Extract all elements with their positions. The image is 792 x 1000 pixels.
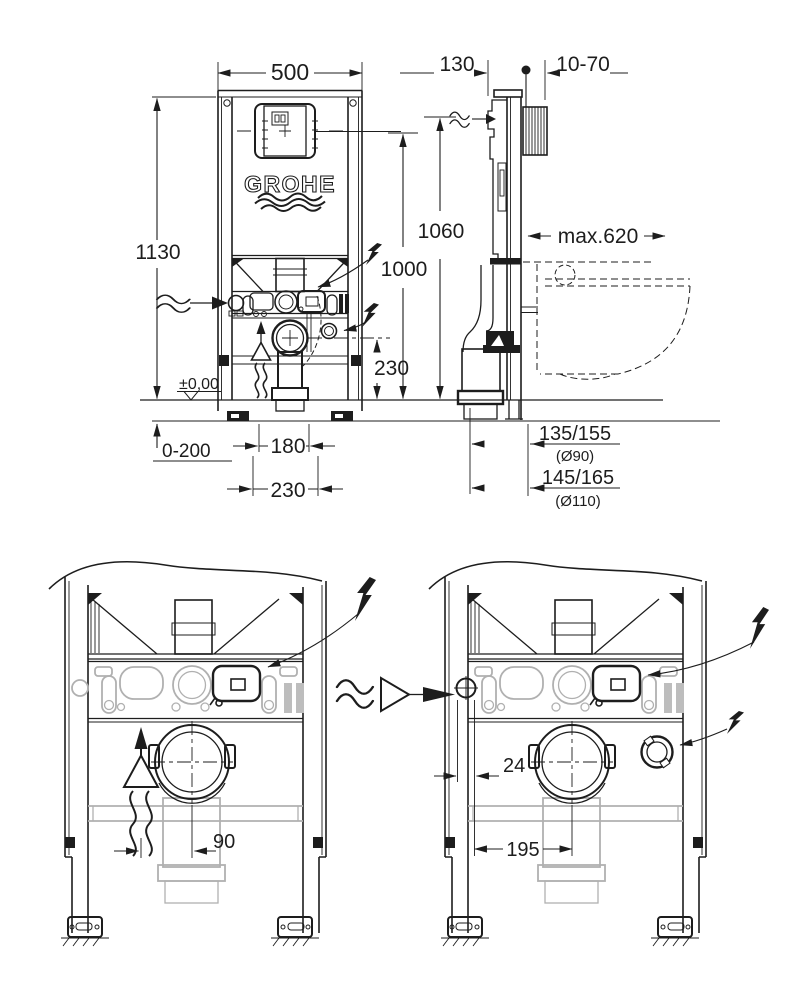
svg-text:130: 130: [439, 53, 474, 76]
frame-lower-view: [47, 560, 328, 948]
grohe-logo: GROHE: [244, 170, 336, 212]
dim-width-500: 500: [217, 59, 363, 93]
dim-height-1000: 1000: [381, 132, 428, 400]
svg-text:230: 230: [270, 479, 305, 502]
lightning-icon: [317, 243, 382, 288]
fixing-point-icon: [521, 65, 531, 75]
logo-wave-icon: [254, 198, 326, 207]
detail-view-left: 90: [47, 560, 376, 948]
vent-icon: [250, 321, 272, 399]
svg-text:(Ø90): (Ø90): [556, 448, 594, 465]
svg-text:145/165: 145/165: [542, 467, 614, 489]
svg-text:max.620: max.620: [558, 225, 639, 248]
svg-text:90: 90: [213, 831, 235, 853]
svg-text:24: 24: [503, 755, 525, 777]
dim-floor-buildup: 0-200: [153, 423, 232, 462]
dim-drain-height-230: 230: [373, 339, 409, 400]
connection-panel: [227, 290, 349, 352]
svg-text:10-70: 10-70: [556, 53, 610, 76]
detail-view-right: 24 195: [335, 560, 769, 948]
dim-195: 195: [473, 782, 573, 861]
side-view: [449, 65, 691, 420]
dim-height-1060: 1060: [418, 116, 465, 400]
svg-text:500: 500: [271, 59, 309, 85]
electrical-connector: [320, 322, 338, 340]
svg-text:135/155: 135/155: [539, 423, 611, 445]
svg-text:(Ø110): (Ø110): [555, 493, 601, 510]
svg-text:1000: 1000: [381, 258, 428, 281]
water-inlet-port: [454, 676, 478, 700]
svg-text:0-200: 0-200: [162, 441, 211, 462]
logo-wave-icon: [257, 192, 323, 202]
lightning-icon: [343, 303, 379, 332]
svg-text:180: 180: [270, 435, 305, 458]
bottom-section: 90: [47, 560, 769, 948]
svg-text:195: 195: [506, 839, 539, 861]
water-inlet-port: [227, 294, 245, 312]
dim-230: 230: [227, 456, 343, 502]
dim-depth-130: 130: [400, 53, 489, 96]
vent-icon: [122, 727, 160, 857]
dim-max-620: max.620: [527, 225, 666, 248]
svg-text:1060: 1060: [418, 220, 465, 243]
logo-wave-icon: [260, 204, 322, 212]
top-section: GROHE: [135, 53, 720, 510]
front-view: GROHE: [155, 89, 401, 421]
wall-anchor: [521, 65, 548, 156]
svg-text:230: 230: [374, 357, 409, 380]
water-supply-icon: [449, 111, 496, 128]
grohe-logo-text: GROHE: [244, 171, 336, 197]
water-supply-icon: [155, 294, 228, 314]
screw-icon: [223, 99, 231, 107]
dim-180: 180: [233, 424, 335, 458]
electrical-connector: [640, 735, 674, 769]
dim-height-1130: 1130: [135, 96, 216, 400]
dim-90: 90: [114, 805, 235, 858]
level-marker-icon: [182, 391, 200, 401]
frame-lower-view: [427, 560, 708, 948]
lightning-icon: [647, 607, 769, 678]
power-socket: [297, 290, 326, 313]
dim-wall-distance: 10-70: [544, 53, 628, 100]
svg-text:1130: 1130: [135, 241, 180, 264]
screw-icon: [349, 99, 357, 107]
toilet-outline: [523, 261, 691, 380]
dim-outlet-135-155: 135/155 (Ø90): [469, 408, 620, 496]
water-inlet-port: [71, 679, 89, 697]
dim-outlet-145-165: 145/165 (Ø110): [471, 467, 620, 510]
svg-text:±0,00: ±0,00: [179, 376, 219, 393]
floor-level-marker: ±0,00: [177, 376, 221, 401]
dim-24: 24: [434, 700, 525, 782]
lightning-icon: [267, 577, 376, 668]
water-supply-icon: [335, 676, 455, 713]
lightning-icon: [679, 711, 744, 747]
flush-actuator: [237, 103, 401, 159]
seat-hinge-icon: [554, 264, 576, 286]
